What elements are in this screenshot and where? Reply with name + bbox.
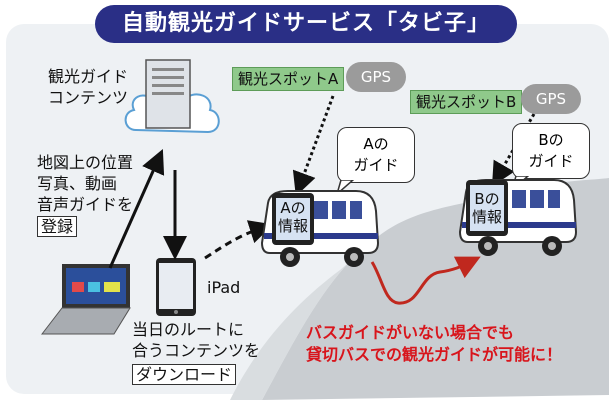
tagline: バスガイドがいない場合でも 貸切バスでの観光ガイドが可能に！ (306, 323, 563, 364)
bus-b-icon (458, 179, 578, 256)
cloud-server-icon (124, 59, 220, 134)
register-text: 地図上の位置 写真、動画 音声ガイドを (37, 153, 134, 214)
server-label: 観光ガイド コンテンツ (48, 67, 129, 107)
download-button: ダウンロード (132, 364, 237, 385)
register-button: 登録 (37, 216, 78, 237)
tablet-a-text: Aの 情報 (277, 199, 308, 235)
ipad-label: iPad (207, 278, 241, 297)
download-text: 当日のルートに 合うコンテンツを (132, 320, 261, 360)
guide-a-bubble: Aの ガイド (337, 127, 415, 183)
ipad-icon (156, 258, 196, 316)
spot-b-label: 観光スポットB (410, 90, 523, 114)
guide-b-bubble: Bの ガイド (512, 123, 590, 179)
laptop-icon (40, 264, 131, 335)
page-title: 自動観光ガイドサービス「タビ子」 (95, 5, 517, 43)
gps-a-badge: GPS (346, 62, 406, 92)
spot-a-label: 観光スポットA (232, 67, 345, 91)
gps-b-badge: GPS (521, 84, 581, 114)
tablet-b-text: Bの 情報 (471, 190, 502, 226)
bus-a-icon (260, 190, 380, 267)
